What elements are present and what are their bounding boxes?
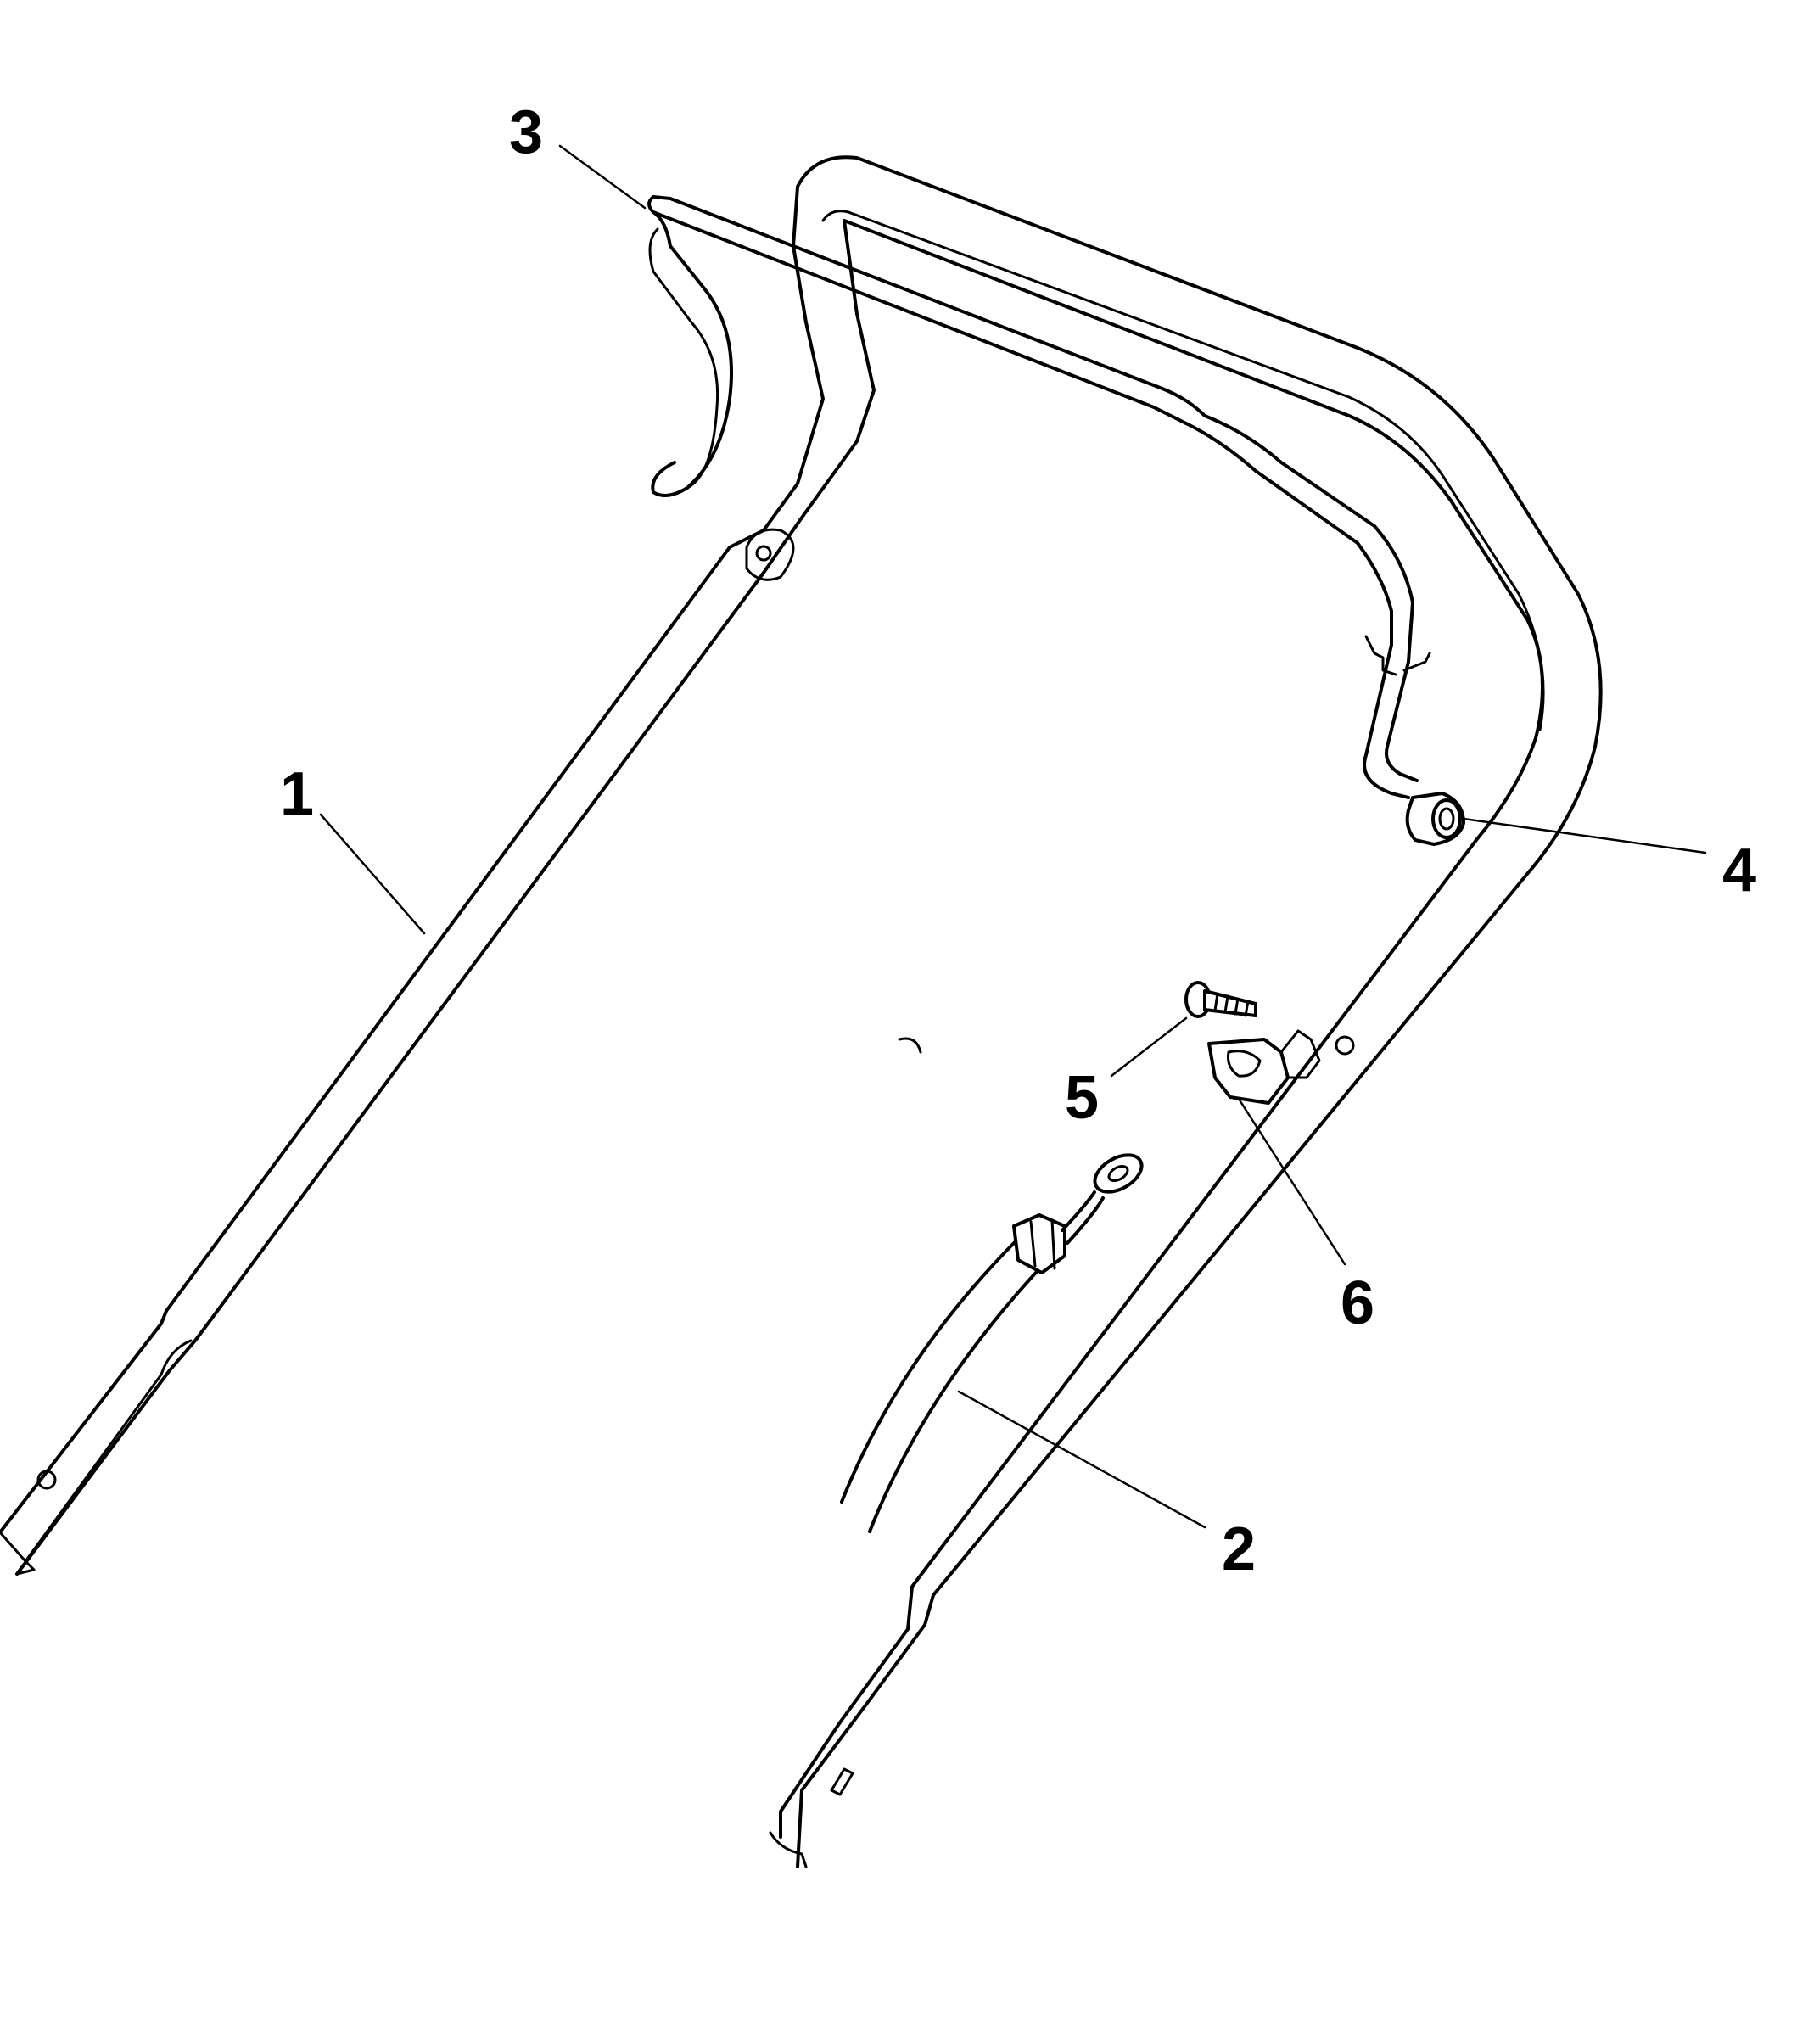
leader-3 [558,144,647,210]
callout-4: 4 [1722,837,1756,904]
leader-5 [1110,1016,1188,1078]
callout-6: 6 [1341,1269,1374,1337]
leader-2 [957,1390,1206,1529]
callout-1: 1 [280,760,314,828]
leader-1 [319,813,426,935]
handle-tube [0,155,1603,1868]
callout-2: 2 [1222,1515,1256,1583]
screw [1184,981,1257,1018]
callout-3: 3 [509,98,543,166]
callout-5: 5 [1065,1064,1099,1132]
leader-4 [1462,817,1707,854]
bushing [1405,792,1465,846]
cable-clip [1207,1029,1355,1105]
control-bail [647,195,1431,799]
control-cable [840,1153,1144,1533]
leader-6 [1237,1097,1346,1266]
